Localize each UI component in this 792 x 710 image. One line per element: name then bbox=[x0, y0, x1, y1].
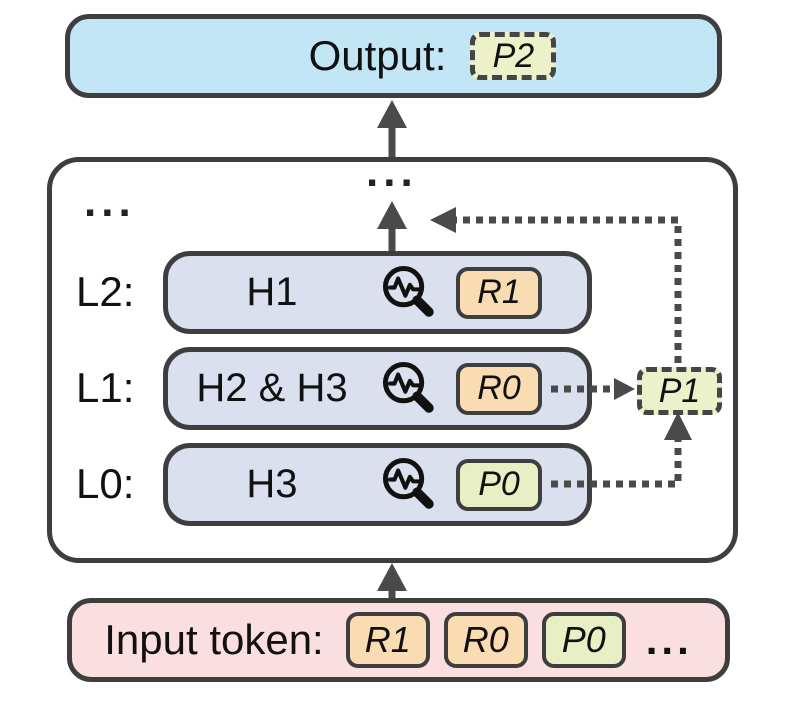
heads-label: H1 bbox=[246, 270, 298, 314]
token-p1: P1 bbox=[637, 367, 722, 415]
layer-row-l2: H1 R1 bbox=[163, 251, 592, 334]
heads-label: H2 & H3 bbox=[196, 366, 348, 410]
input-box: Input token: R1 R0 P0 ... bbox=[67, 598, 730, 682]
token-p0: P0 bbox=[456, 458, 542, 511]
ellipsis-top: ... bbox=[366, 147, 418, 196]
token-r0: R0 bbox=[456, 362, 542, 415]
output-label: Output: bbox=[308, 32, 447, 79]
input-token-r1-label: R1 bbox=[364, 619, 411, 660]
token-r1-label: R1 bbox=[477, 273, 521, 311]
token-p1-label: P1 bbox=[658, 371, 701, 410]
layer-label-l0: L0: bbox=[76, 460, 135, 507]
magnifier-waveform-icon bbox=[382, 457, 434, 509]
arrow-input-to-model bbox=[377, 563, 407, 598]
token-r1: R1 bbox=[456, 266, 542, 319]
token-p2: P2 bbox=[470, 32, 557, 80]
layer-row-l1: H2 & H3 R0 bbox=[163, 347, 592, 430]
layer-row-l0: H3 P0 bbox=[163, 443, 592, 526]
layer-label-l2: L2: bbox=[76, 268, 135, 315]
input-token-r1: R1 bbox=[345, 612, 430, 668]
token-r0-label: R0 bbox=[477, 369, 521, 407]
output-box: Output: P2 bbox=[65, 14, 722, 98]
token-p2-label: P2 bbox=[492, 36, 535, 75]
input-ellipsis: ... bbox=[645, 616, 693, 663]
token-p0-label: P0 bbox=[478, 465, 520, 503]
input-token-p0: P0 bbox=[541, 612, 626, 668]
magnifier-waveform-icon bbox=[382, 265, 434, 317]
input-token-r0-label: R0 bbox=[462, 619, 509, 660]
input-token-p0-label: P0 bbox=[561, 619, 606, 660]
input-label: Input token: bbox=[104, 616, 324, 663]
heads-label: H3 bbox=[246, 462, 298, 506]
layer-label-l1: L1: bbox=[76, 364, 135, 411]
ellipsis-left: ... bbox=[84, 177, 136, 226]
magnifier-waveform-icon bbox=[382, 361, 434, 413]
input-token-r0: R0 bbox=[443, 612, 528, 668]
